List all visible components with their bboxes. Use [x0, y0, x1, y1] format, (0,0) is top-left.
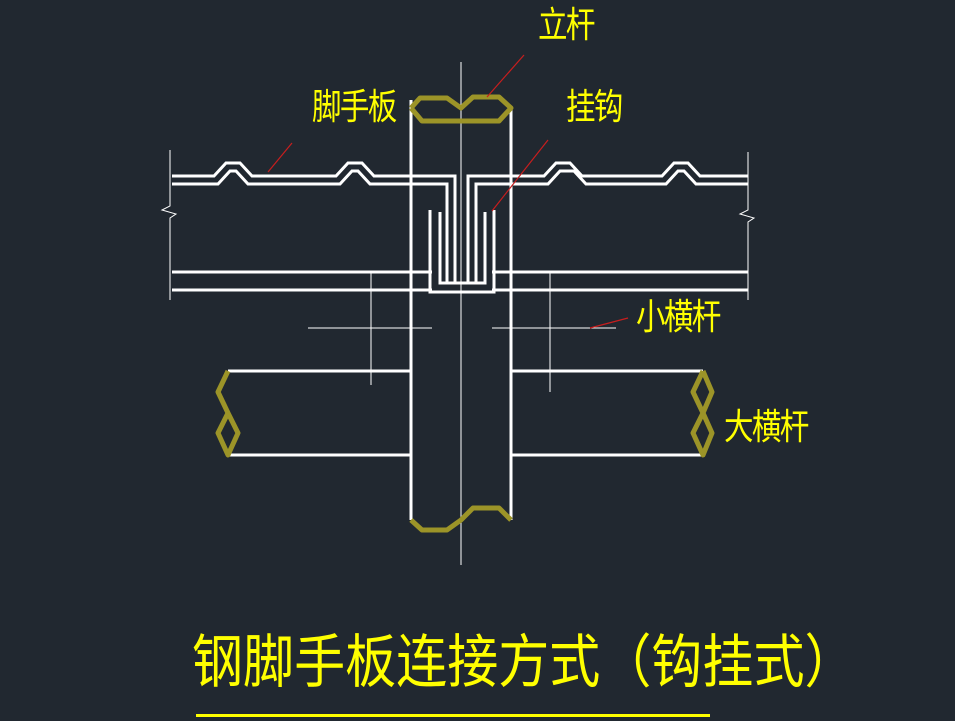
crossbar-left-break	[215, 369, 241, 458]
title-underline	[196, 714, 710, 717]
left-break-edge	[160, 150, 178, 300]
diagram-title: 钢脚手板连接方式（钩挂式）	[192, 628, 856, 696]
right-board-profile-top	[461, 161, 748, 285]
left-board-profile-bottom	[172, 169, 449, 283]
label-hook: 挂钩	[566, 87, 623, 128]
upright-bottom-break	[409, 505, 513, 533]
label-scaffold-board: 脚手板	[312, 87, 397, 128]
label-upright: 立杆	[538, 5, 595, 46]
hook-leader	[491, 139, 549, 212]
break-marks	[215, 94, 715, 533]
label-small-crossbar: 小横杆	[636, 297, 721, 338]
left-board-profile-top	[172, 161, 461, 285]
crossbar-right-break	[690, 369, 715, 458]
small-crossbar-leader	[589, 317, 629, 329]
right-break-edge	[738, 152, 756, 300]
label-large-crossbar: 大横杆	[724, 407, 809, 448]
upright-leader	[486, 54, 525, 98]
center-lines	[160, 62, 756, 565]
thick-outlines	[172, 100, 748, 520]
board-leader	[267, 142, 293, 173]
right-board-profile-bottom	[474, 169, 748, 283]
hook-inner	[438, 212, 487, 285]
hook-outer	[428, 210, 496, 294]
upright-top-break	[409, 94, 514, 124]
leader-lines	[267, 54, 629, 329]
